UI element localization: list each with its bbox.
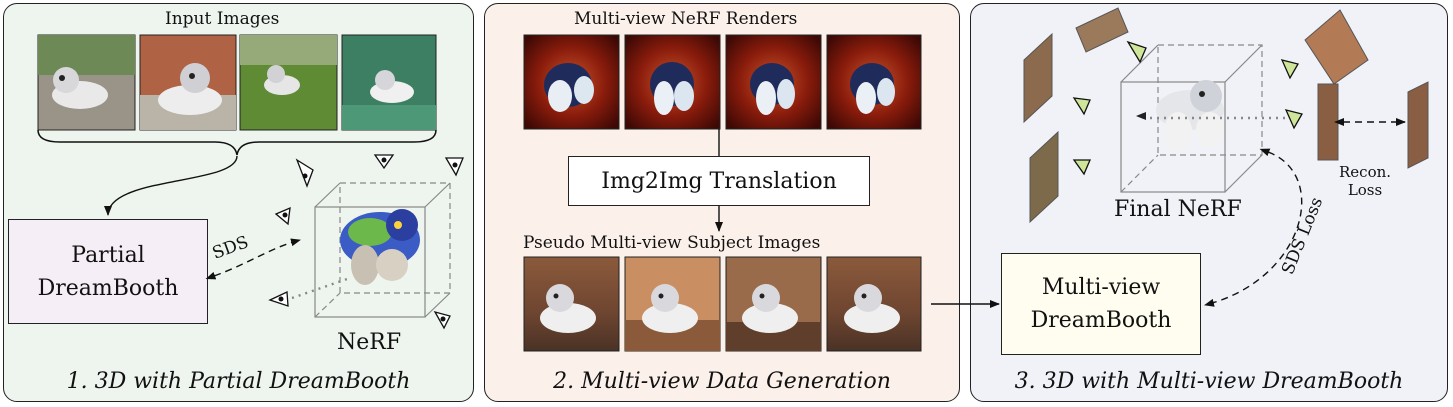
partial-dreambooth-line1: Partial bbox=[71, 242, 145, 268]
pseudo-image-2 bbox=[624, 256, 721, 352]
nerf-label: NeRF bbox=[337, 330, 402, 355]
panel3-caption: 3. 3D with Multi-view DreamBooth bbox=[1014, 369, 1404, 394]
nerf-renders-label: Multi-view NeRF Renders bbox=[574, 9, 798, 29]
sds-loss-arrow bbox=[1204, 148, 1303, 307]
brace-to-dreambooth-arrow bbox=[104, 155, 238, 216]
panel1-caption: 1. 3D with Partial DreamBooth bbox=[66, 369, 411, 394]
recon-loss-line2: Loss bbox=[1347, 181, 1383, 199]
camera-view-photos bbox=[1023, 7, 1429, 224]
recon-loss-line1: Recon. bbox=[1339, 163, 1392, 181]
input-photo-3 bbox=[239, 34, 338, 131]
input-photo-1 bbox=[37, 34, 136, 131]
input-images-label: Input Images bbox=[165, 9, 280, 29]
multiview-dreambooth-line1: Multi-view bbox=[1041, 275, 1161, 300]
pseudo-image-1 bbox=[523, 256, 620, 352]
multiview-dreambooth-box: Multi-view DreamBooth bbox=[1001, 253, 1201, 355]
eye-pupil-icon bbox=[278, 157, 458, 322]
multiview-dreambooth-line2: DreamBooth bbox=[1030, 308, 1172, 333]
img2img-label: Img2Img Translation bbox=[601, 168, 837, 194]
nerf-cube bbox=[314, 182, 451, 318]
eye-icon-final bbox=[1072, 40, 1303, 176]
recon-loss-label: Recon. Loss bbox=[1339, 163, 1391, 199]
partial-dreambooth-line2: DreamBooth bbox=[37, 275, 179, 301]
sds-arrow bbox=[205, 238, 301, 280]
panel2-caption: 2. Multi-view Data Generation bbox=[553, 369, 891, 394]
nerf-render-3 bbox=[725, 34, 822, 130]
pseudo-image-4 bbox=[826, 256, 922, 352]
camera-ray bbox=[291, 276, 351, 300]
input-brace bbox=[37, 129, 437, 156]
pseudo-images-label: Pseudo Multi-view Subject Images bbox=[523, 233, 821, 253]
input-photo-4 bbox=[341, 34, 437, 131]
nerf-render-2 bbox=[624, 34, 721, 130]
pseudo-image-3 bbox=[725, 256, 822, 352]
img2img-box: Img2Img Translation bbox=[568, 156, 870, 206]
partial-dreambooth-box: Partial DreamBooth bbox=[8, 219, 208, 324]
final-nerf-cube bbox=[1120, 44, 1263, 193]
nerf-render-1 bbox=[523, 34, 620, 130]
input-photo-2 bbox=[139, 34, 237, 131]
nerf-render-4 bbox=[826, 34, 922, 130]
